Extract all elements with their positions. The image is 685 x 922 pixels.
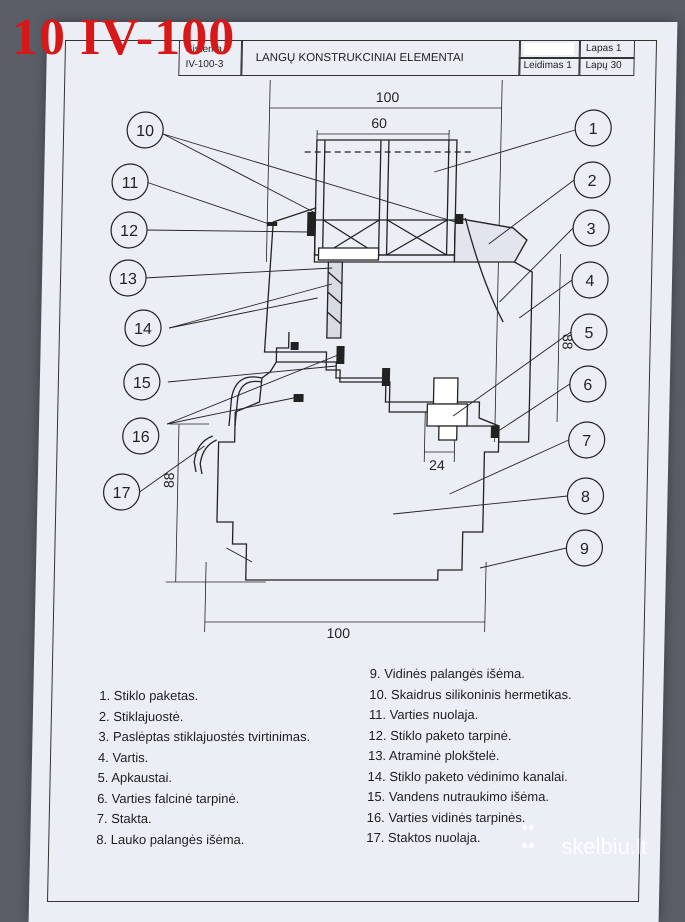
legend-item: 12. Stiklo paketo tarpinė. [368,726,571,747]
callout-12: 12 [111,212,148,248]
svg-text:15: 15 [133,375,151,392]
svg-text:2: 2 [587,173,596,190]
legend-item: 1. Stiklo paketas. [99,686,311,707]
dim-top-outer: 100 [376,89,400,105]
callout-3: 3 [573,210,610,246]
svg-text:4: 4 [585,273,594,290]
callout-7: 7 [568,422,605,458]
svg-text:16: 16 [132,429,150,446]
callout-4: 4 [572,262,609,298]
svg-text:1: 1 [589,121,598,138]
legend-item: 15. Vandens nutraukimo išėma. [367,787,570,808]
svg-text:5: 5 [584,325,593,342]
legend-item: 9. Vidinės palangės išėma. [370,664,573,685]
callout-8: 8 [567,478,604,514]
legend-item: 4. Vartis. [98,748,310,769]
legend-item: 5. Apkaustai. [97,768,309,789]
callout-11: 11 [112,164,149,200]
window-profile-section-drawing: 100 60 100 24 88 88 [34,22,677,662]
svg-text:17: 17 [112,485,130,502]
dim-top-inner: 60 [371,115,387,131]
watermark-logo-icon [521,818,535,854]
listing-stamp: 10 IV-100 [12,12,235,64]
svg-text:14: 14 [134,321,152,338]
drawing-sheet: Sistema IV-100-3 LANGŲ KONSTRUKCINIAI EL… [29,22,678,922]
callout-14: 14 [125,310,162,346]
callout-10: 10 [127,112,164,148]
callout-9: 9 [566,530,603,566]
callout-16: 16 [122,418,159,454]
svg-text:7: 7 [582,433,591,450]
svg-text:10: 10 [136,123,154,140]
svg-text:6: 6 [583,377,592,394]
callout-2: 2 [574,162,611,198]
callout-5: 5 [571,314,608,350]
legend-item: 16. Varties vidinės tarpinės. [367,808,570,829]
dim-hardware: 24 [429,457,445,473]
callout-17: 17 [103,474,140,510]
svg-text:11: 11 [122,175,139,192]
legend-left: 1. Stiklo paketas. 2. Stiklajuostė. 3. P… [96,686,311,850]
callout-15: 15 [124,364,161,400]
callout-1: 1 [575,110,612,146]
legend-item: 11. Varties nuolaja. [369,705,572,726]
legend-item: 8. Lauko palangės išėma. [96,830,308,851]
legend-item: 2. Stiklajuostė. [99,707,311,728]
svg-text:13: 13 [119,271,137,288]
svg-text:12: 12 [120,223,138,240]
svg-text:9: 9 [580,541,589,558]
dim-left-vertical: 88 [161,472,177,488]
svg-text:3: 3 [586,221,595,238]
legend-item: 13. Atraminė plokštelė. [368,746,571,767]
watermark: skelbiu.lt [561,834,647,860]
legend-item: 17. Staktos nuolaja. [366,828,569,849]
legend-item: 3. Paslėptas stiklajuostės tvirtinimas. [98,727,310,748]
svg-text:8: 8 [581,489,590,506]
callout-13: 13 [110,260,147,296]
legend-item: 10. Skaidrus silikoninis hermetikas. [369,685,572,706]
legend-right: 9. Vidinės palangės išėma. 10. Skaidrus … [366,664,572,849]
legend-item: 7. Stakta. [97,809,309,830]
callout-6: 6 [569,366,606,402]
legend-item: 14. Stiklo paketo vėdinimo kanalai. [367,767,570,788]
legend-item: 6. Varties falcinė tarpinė. [97,789,309,810]
dim-bottom: 100 [326,625,350,641]
